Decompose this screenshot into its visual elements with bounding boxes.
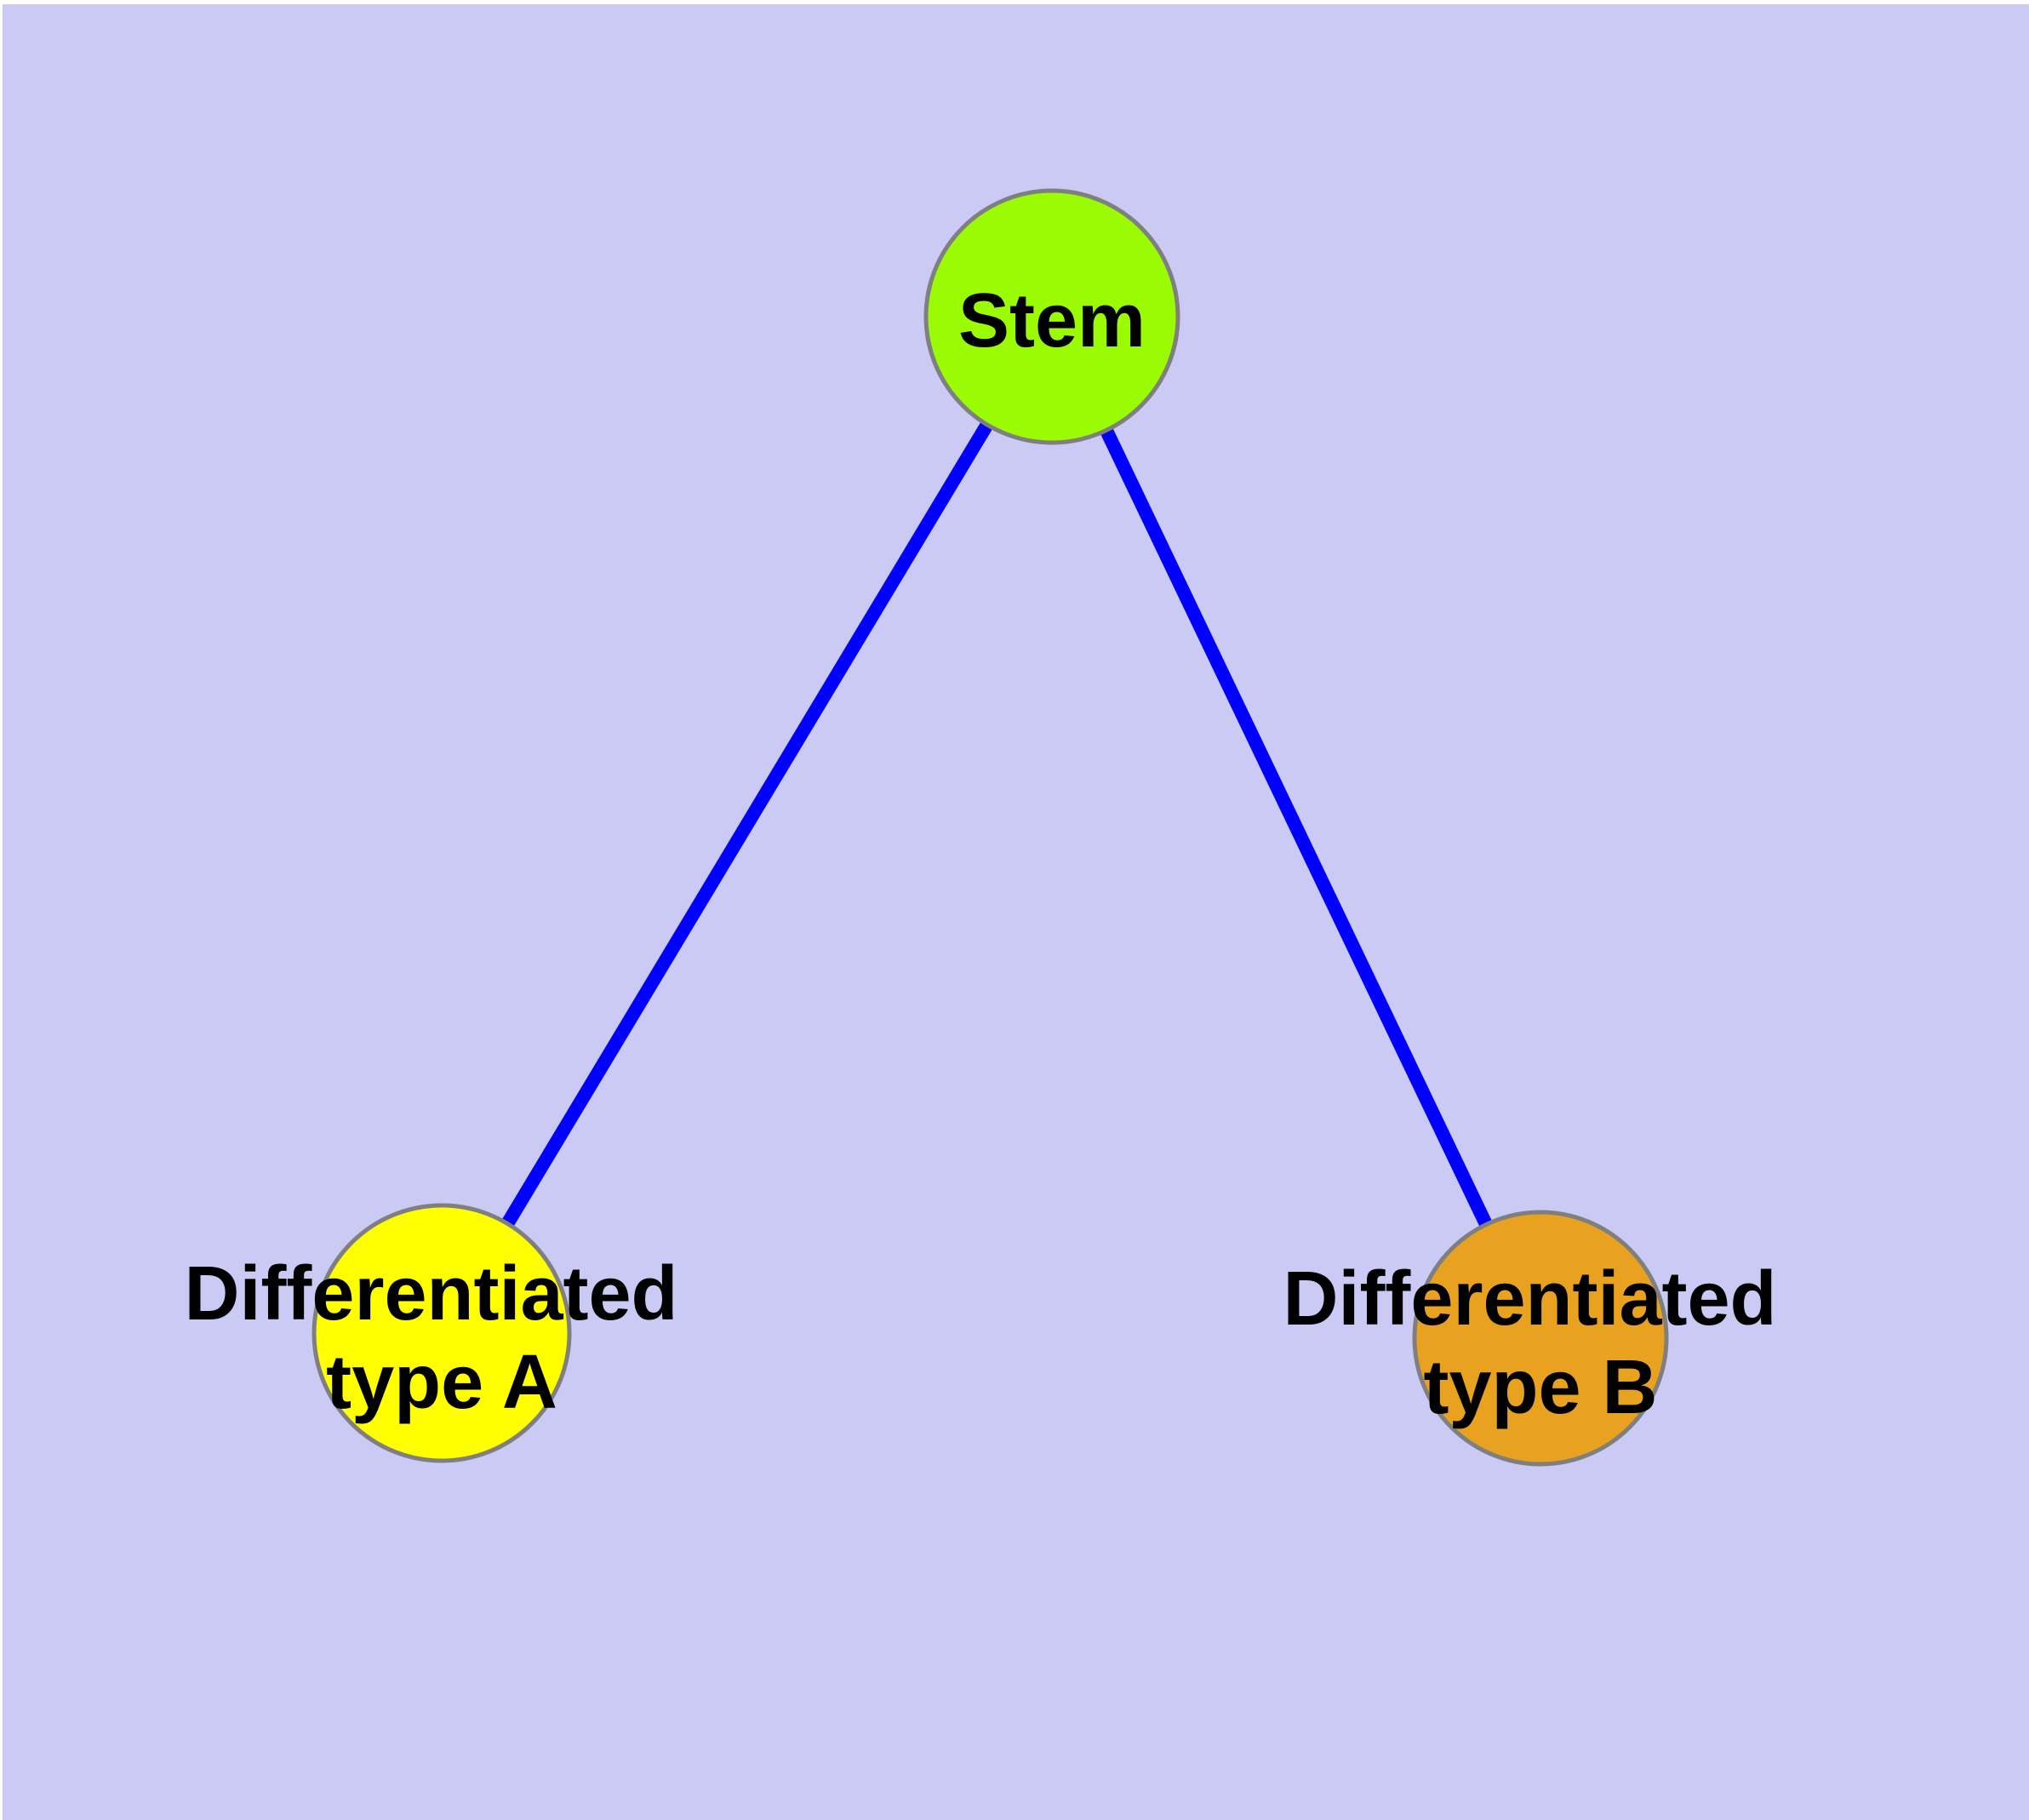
- node-type-b-label: Differentiated type B: [1283, 1256, 1798, 1430]
- node-type-a-label-line2: type A: [326, 1340, 557, 1425]
- node-differentiated-type-b: [1412, 1210, 1669, 1467]
- node-stem-label: Stem: [958, 278, 1146, 363]
- edge-stem-to-typeA: [436, 312, 1058, 1337]
- node-stem: [923, 188, 1180, 445]
- node-type-b-label-line2: type B: [1423, 1345, 1657, 1430]
- node-type-a-label-line1: Differentiated: [184, 1251, 677, 1336]
- label-layer: Stem Differentiated type A Differentiate…: [184, 278, 1798, 1430]
- node-type-b-label-line1: Differentiated: [1283, 1256, 1776, 1342]
- edge-layer: [436, 312, 1547, 1342]
- node-type-a-label: Differentiated type A: [184, 1251, 699, 1425]
- edge-stem-to-typeB: [1045, 313, 1547, 1342]
- node-differentiated-type-a: [311, 1203, 572, 1463]
- node-layer: [311, 188, 1669, 1467]
